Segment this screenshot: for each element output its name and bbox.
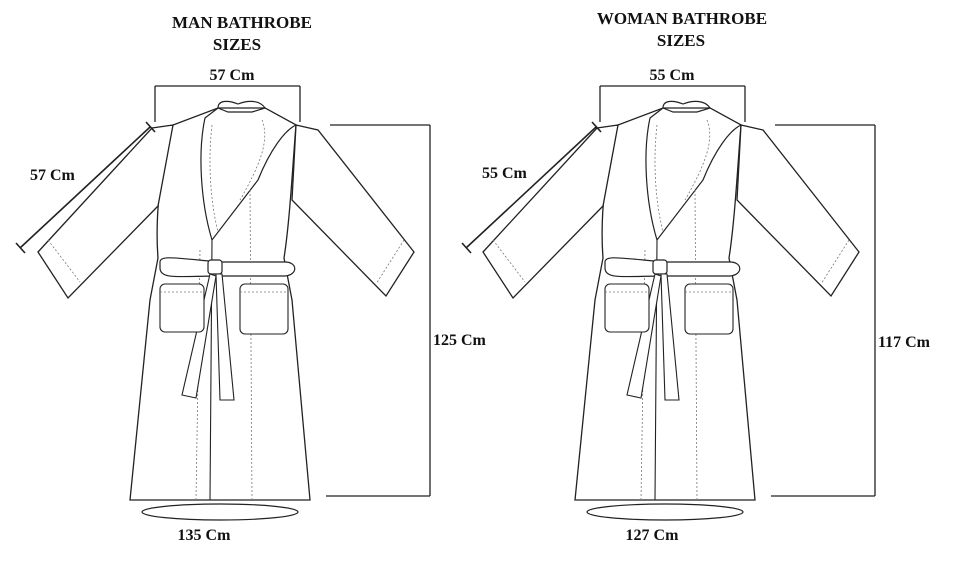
man-sleeve-length-label: 57 Cm [30,167,76,184]
woman-shoulder-width-label: 55 Cm [650,67,696,84]
man-robe-illustration [37,100,415,521]
man-length-dimension-line [326,124,431,497]
woman-section: WOMAN BATHROBE SIZES 55 Cm 55 Cm 117 Cm … [461,9,931,544]
woman-shoulder-dimension-line [599,85,746,122]
man-sleeve-dimension-line [15,121,156,254]
woman-length-label: 117 Cm [878,334,931,351]
man-hem-circumference-label: 135 Cm [178,527,232,544]
woman-sleeve-dimension-line [461,121,602,254]
woman-sleeve-length-label: 55 Cm [482,165,528,182]
woman-title-line1: WOMAN BATHROBE [597,9,767,28]
woman-title-line2: SIZES [657,31,705,50]
woman-robe-illustration [482,100,860,521]
man-length-label: 125 Cm [433,332,487,349]
woman-length-dimension-line [771,124,876,497]
woman-hem-circumference-label: 127 Cm [626,527,680,544]
man-title-line2: SIZES [213,35,261,54]
man-section: MAN BATHROBE SIZES 57 Cm 57 Cm 125 Cm 13… [15,13,487,544]
man-shoulder-width-label: 57 Cm [210,67,256,84]
man-title-line1: MAN BATHROBE [172,13,312,32]
man-shoulder-dimension-line [154,85,301,122]
